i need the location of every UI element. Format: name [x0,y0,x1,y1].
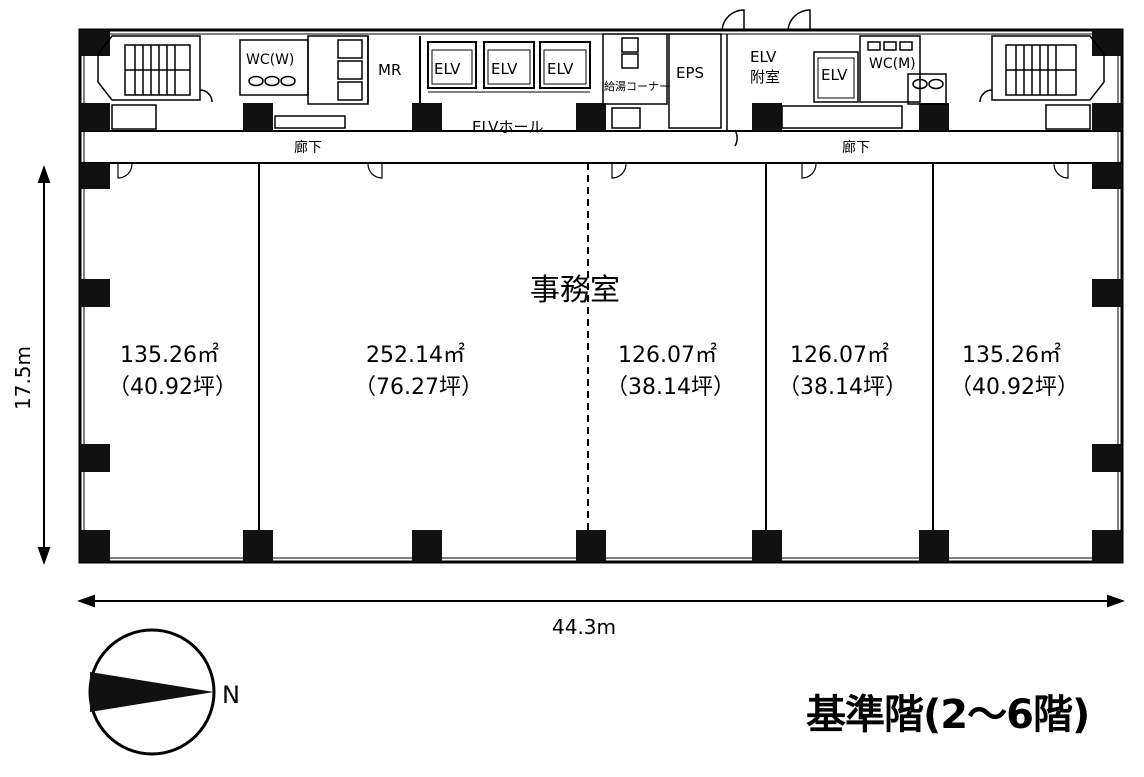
wc-m-label: WC(M) [869,56,916,72]
corridor-label-left: 廊下 [294,139,322,156]
doors [117,163,1069,179]
elv-label-1: ELV [434,60,461,78]
elv-lobby-area [721,9,947,147]
elv-hall-label: ELVホール [472,118,543,136]
elv-label-3: ELV [547,60,574,78]
kitchen-label: 給湯コーナー [604,79,670,93]
room-tsubo-5: （40.92坪） [950,375,1079,400]
room-tsubo-2: （76.27坪） [354,375,483,400]
elevator-shafts [427,41,591,93]
width-dimension-label: 44.3m [552,615,616,639]
elv-label-2: ELV [491,60,518,78]
wc-w-label: WC(W) [246,52,294,68]
office-label: 事務室 [530,273,620,308]
room-area-2: 252.14㎡ [366,342,465,368]
floor-plan-title: 基準階(2〜6階) [806,692,1090,738]
stair-left [97,35,213,130]
corridor-label-right: 廊下 [842,139,870,156]
north-compass [88,628,216,756]
wc-w-area [239,35,369,129]
dimension-lines [37,165,1125,608]
room-area-4: 126.07㎡ [790,342,889,368]
kitchen-area [602,33,722,129]
eps-label: EPS [676,64,704,82]
elv-lobby-label-1: ELV [750,48,777,66]
room-tsubo-3: （38.14坪） [606,375,735,400]
room-area-3: 126.07㎡ [618,342,717,368]
room-tsubo-1: （40.92坪） [108,375,237,400]
elv-lobby-label-2: 附室 [750,68,780,86]
room-area-1: 135.26㎡ [120,342,219,368]
room-tsubo-4: （38.14坪） [778,375,907,400]
elv-label-4: ELV [821,66,848,84]
room-area-5: 135.26㎡ [962,342,1061,368]
north-label: N [222,681,240,709]
depth-dimension-label: 17.5m [11,346,35,410]
mr-label: MR [378,61,401,79]
stair-right [979,35,1105,130]
columns [80,30,1122,562]
